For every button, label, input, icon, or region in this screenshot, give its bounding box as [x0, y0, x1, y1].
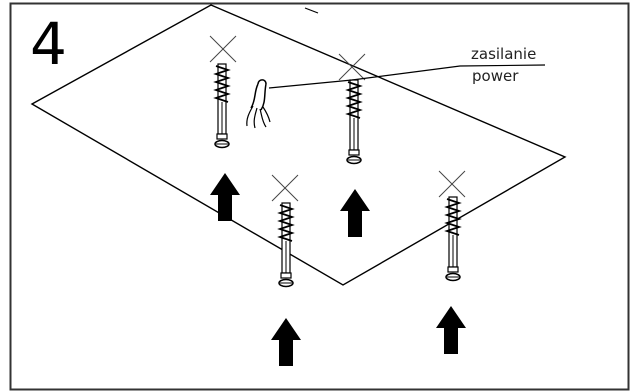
drill-mark-icon: [338, 53, 366, 81]
up-arrow-icon: [340, 189, 370, 237]
power-cable-icon: [246, 79, 271, 129]
step-number: 4: [30, 10, 67, 78]
drill-mark-icon: [438, 170, 466, 198]
screw-icon: [346, 79, 362, 165]
drill-mark-icon: [209, 35, 237, 63]
power-leader-line: [268, 64, 546, 89]
screw-icon: [214, 63, 230, 149]
up-arrow-icon: [436, 306, 466, 354]
mounting-plate: [30, 4, 567, 286]
screw-icon: [278, 202, 294, 288]
power-label-en: power: [472, 67, 519, 85]
power-label-pl: zasilanie: [471, 45, 536, 63]
screw-icon: [445, 196, 461, 282]
up-arrow-icon: [210, 173, 240, 221]
frame-border: [9, 2, 630, 391]
drill-mark-icon: [271, 174, 299, 202]
plate-edge-line: [304, 7, 319, 14]
up-arrow-icon: [271, 318, 301, 366]
